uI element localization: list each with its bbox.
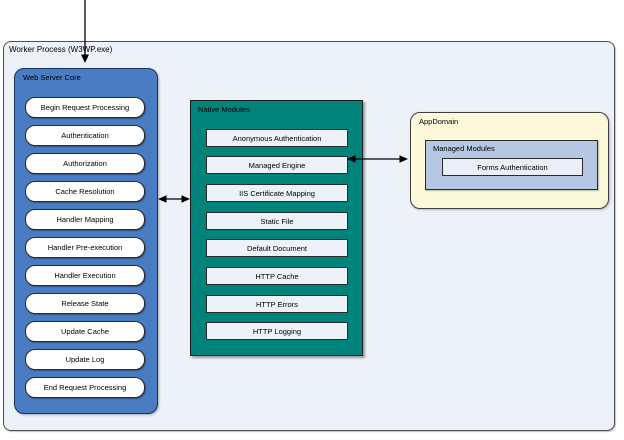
core-step: Update Cache	[25, 321, 145, 342]
core-step: Authentication	[25, 125, 145, 146]
core-step: Handler Mapping	[25, 209, 145, 230]
web-server-core-label: Web Server Core	[23, 73, 81, 82]
appdomain-label: AppDomain	[419, 117, 459, 126]
native-module-item: Managed Engine	[206, 156, 348, 174]
managed-modules-box: Managed Modules Forms Authentication	[425, 140, 598, 190]
native-module-item: Default Document	[206, 239, 348, 257]
core-step: Handler Pre-execution	[25, 237, 145, 258]
core-step: Handler Execution	[25, 265, 145, 286]
native-module-item: HTTP Cache	[206, 267, 348, 285]
core-step: Authorization	[25, 153, 145, 174]
core-step: Release State	[25, 293, 145, 314]
managed-modules-label: Managed Modules	[433, 144, 495, 153]
managed-module-item: Forms Authentication	[442, 158, 583, 176]
native-module-item: HTTP Errors	[206, 295, 348, 313]
worker-process-label: Worker Process (W3WP.exe)	[9, 45, 113, 54]
core-step: End Request Processing	[25, 377, 145, 398]
native-module-item: HTTP Logging	[206, 322, 348, 340]
native-module-item: Static File	[206, 212, 348, 230]
native-module-item: Anonymous Authentication	[206, 129, 348, 147]
core-step: Update Log	[25, 349, 145, 370]
core-step: Begin Request Processing	[25, 97, 145, 118]
appdomain-box: AppDomain Managed Modules Forms Authenti…	[410, 112, 609, 209]
web-server-core-box: Web Server Core Begin Request Processing…	[14, 68, 158, 414]
native-module-item: IIS Certificate Mapping	[206, 184, 348, 202]
core-step: Cache Resolution	[25, 181, 145, 202]
native-modules-label: Native Modules	[198, 105, 250, 114]
native-modules-box: Native Modules Anonymous Authentication …	[190, 100, 363, 356]
